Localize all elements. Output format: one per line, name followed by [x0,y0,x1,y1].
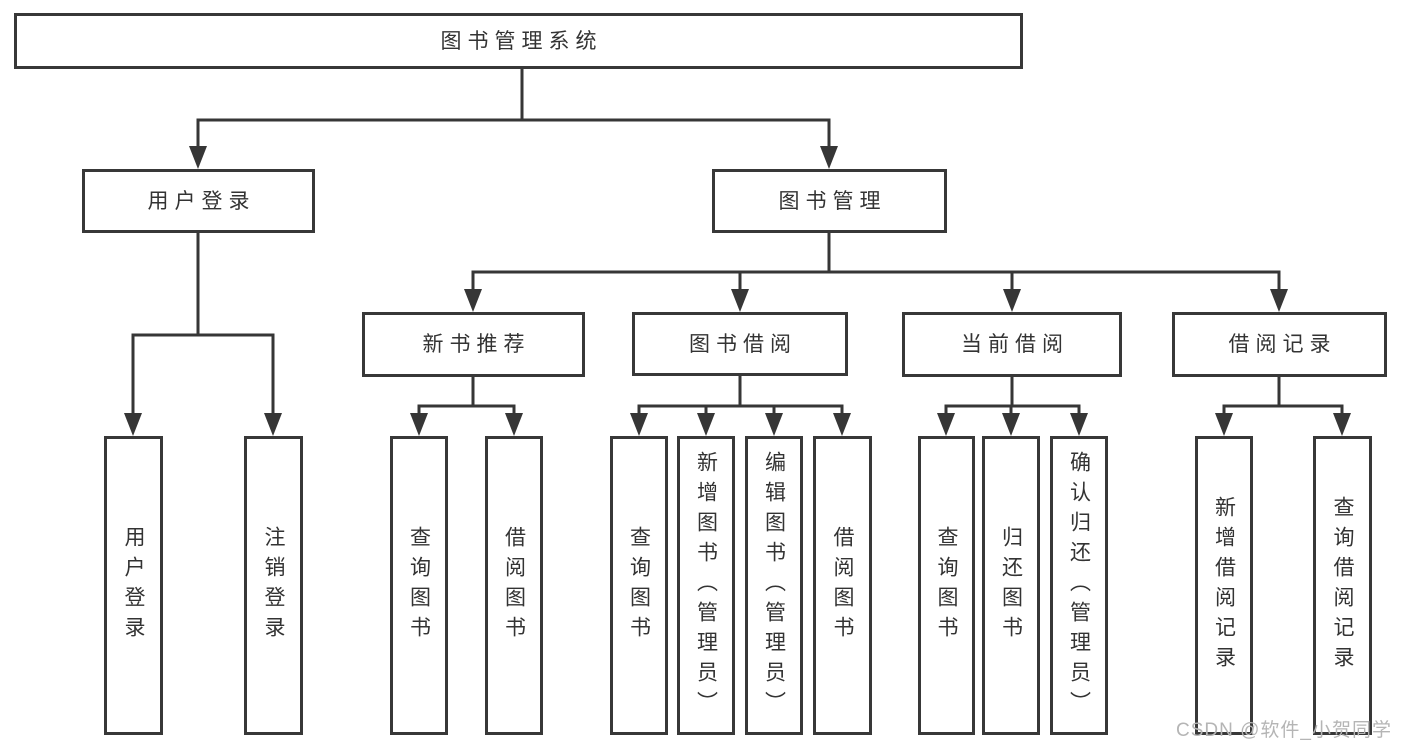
node-label-leaf-query-book-2: 查询图书 [627,525,651,646]
node-label-leaf-add-book-admin: 新增图书（管理员） [694,450,718,721]
node-label-book-borrow: 图书借阅 [689,332,797,356]
arrow-down-icon [820,146,838,169]
node-current-borrow: 当前借阅 [902,312,1122,377]
node-leaf-borrow-book-1: 借阅图书 [485,436,543,735]
node-label-user-login: 用户登录 [147,189,256,213]
node-leaf-borrow-book-2: 借阅图书 [813,436,872,735]
node-label-leaf-logout: 注销登录 [262,525,285,646]
arrow-down-icon [697,413,715,436]
node-leaf-query-borrow-record: 查询借阅记录 [1313,436,1372,735]
arrow-down-icon [410,413,428,436]
arrow-down-icon [765,413,783,436]
arrow-down-icon [1070,413,1088,436]
arrow-down-icon [833,413,851,436]
node-label-borrow-record: 借阅记录 [1228,333,1337,356]
node-label-leaf-user-login: 用户登录 [122,525,145,646]
node-label-leaf-borrow-book-1: 借阅图书 [502,525,526,646]
node-leaf-add-book-admin: 新增图书（管理员） [677,436,735,735]
node-book-management: 图书管理 [712,169,947,233]
arrow-down-icon [1333,413,1351,436]
node-leaf-confirm-return: 确认归还（管理员） [1050,436,1108,735]
arrow-down-icon [124,413,142,436]
node-leaf-logout: 注销登录 [244,436,303,735]
node-leaf-edit-book-admin: 编辑图书（管理员） [745,436,803,735]
arrow-down-icon [189,146,207,169]
node-label-leaf-edit-book-admin: 编辑图书（管理员） [762,450,786,721]
arrow-down-icon [264,413,282,436]
arrow-down-icon [630,413,648,436]
node-leaf-return-book: 归还图书 [982,436,1040,735]
node-label-new-book-recommend: 新书推荐 [422,333,531,356]
node-leaf-query-book-1: 查询图书 [390,436,448,735]
arrow-down-icon [464,289,482,312]
node-book-borrow: 图书借阅 [632,312,848,376]
arrow-down-icon [505,413,523,436]
arrow-down-icon [937,413,955,436]
watermark-text: CSDN @软件_小贺同学 [1176,720,1392,741]
node-new-book-recommend: 新书推荐 [362,312,585,377]
node-label-leaf-borrow-book-2: 借阅图书 [831,525,854,646]
arrow-down-icon [1215,413,1233,436]
node-label-leaf-query-borrow-record: 查询借阅记录 [1331,495,1354,676]
arrow-down-icon [1270,289,1288,312]
node-label-current-borrow: 当前借阅 [961,333,1069,356]
node-label-leaf-query-book-3: 查询图书 [935,525,958,646]
node-label-leaf-confirm-return: 确认归还（管理员） [1067,450,1091,721]
node-label-leaf-return-book: 归还图书 [999,525,1023,646]
node-label-leaf-query-book-1: 查询图书 [407,525,431,646]
node-root: 图书管理系统 [14,13,1023,69]
node-leaf-query-book-2: 查询图书 [610,436,668,735]
arrow-down-icon [1003,289,1021,312]
node-leaf-add-borrow-record: 新增借阅记录 [1195,436,1253,735]
arrow-down-icon [1002,413,1020,436]
arrow-down-icon [731,289,749,312]
node-leaf-user-login: 用户登录 [104,436,163,735]
node-label-book-management: 图书管理 [778,189,887,213]
node-label-leaf-add-borrow-record: 新增借阅记录 [1212,495,1236,676]
node-user-login: 用户登录 [82,169,315,233]
watermark: CSDN @软件_小贺同学 [1176,715,1392,742]
node-borrow-record: 借阅记录 [1172,312,1387,377]
node-leaf-query-book-3: 查询图书 [918,436,975,735]
node-label-root: 图书管理系统 [440,29,603,53]
